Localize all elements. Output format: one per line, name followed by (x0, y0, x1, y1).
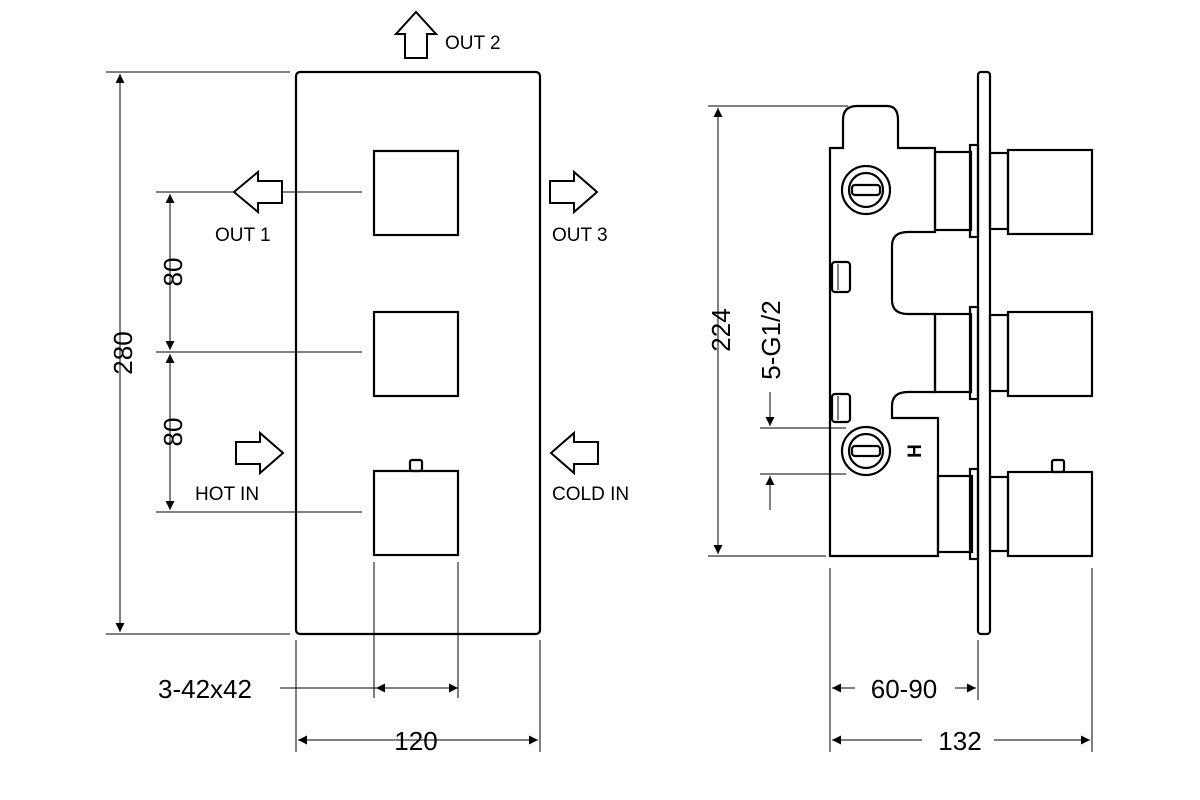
depth-range-dimension-value: 60-90 (871, 674, 938, 704)
out-2-arrow-icon (393, 10, 439, 59)
knob-stop-pin (408, 458, 424, 473)
out-3-label: OUT 3 (552, 225, 608, 246)
plug-upper (830, 260, 852, 294)
plug-lower (830, 392, 852, 424)
height-dimension-value: 280 (108, 331, 138, 374)
stem-mid (988, 313, 1010, 393)
port-upper-icon (840, 164, 892, 216)
front-view: OUT 2 OUT 1 OUT 3 HOT IN COLD IN 280 80 … (106, 10, 629, 756)
depth-range-label-bg (855, 672, 955, 704)
handle-mid (1006, 310, 1094, 398)
out-1-arrow-icon (232, 169, 283, 215)
handle-stop-pin (1050, 458, 1066, 474)
overall-depth-dimension-value: 132 (938, 726, 981, 756)
cover-plate (294, 70, 542, 636)
cover-plate-edge (976, 70, 992, 636)
hot-in-arrow-icon (235, 430, 285, 476)
hot-side-mark: H (905, 444, 926, 458)
spacing-upper-dimension-value: 80 (158, 258, 188, 287)
out-3-arrow-icon (549, 169, 599, 215)
out-2-label: OUT 2 (445, 33, 501, 54)
width-dimension-value: 120 (394, 726, 437, 756)
cold-in-arrow-icon (549, 430, 599, 476)
stem-bottom (988, 475, 1010, 553)
cold-in-label: COLD IN (552, 484, 629, 505)
valve-body (828, 104, 940, 558)
knob-out-2 (372, 310, 460, 398)
handle-bottom (1006, 470, 1094, 558)
cartridge-bottom-collar (968, 467, 980, 561)
hot-in-label: HOT IN (195, 484, 259, 505)
cartridge-top (933, 150, 973, 232)
port-lower-icon (840, 425, 892, 477)
knob-out-1-3 (372, 149, 460, 237)
handle-top (1006, 148, 1094, 236)
stem-top (988, 151, 1010, 231)
out-1-label: OUT 1 (215, 225, 271, 246)
knob-size-dimension-value: 3-42x42 (158, 674, 252, 704)
cartridge-mid (933, 312, 973, 394)
overall-depth-label-bg (922, 724, 994, 756)
cartridge-top-collar (968, 143, 980, 239)
side-view: H 224 5-G1/2 60-90 132 (706, 70, 1094, 756)
height-dimension-value: 224 (706, 308, 736, 351)
knob-thermostatic (372, 469, 460, 557)
cartridge-bottom (936, 474, 974, 554)
cartridge-mid-collar (968, 305, 980, 401)
spacing-lower-dimension-value: 80 (158, 418, 188, 447)
thread-dimension-value: 5-G1/2 (756, 300, 786, 380)
